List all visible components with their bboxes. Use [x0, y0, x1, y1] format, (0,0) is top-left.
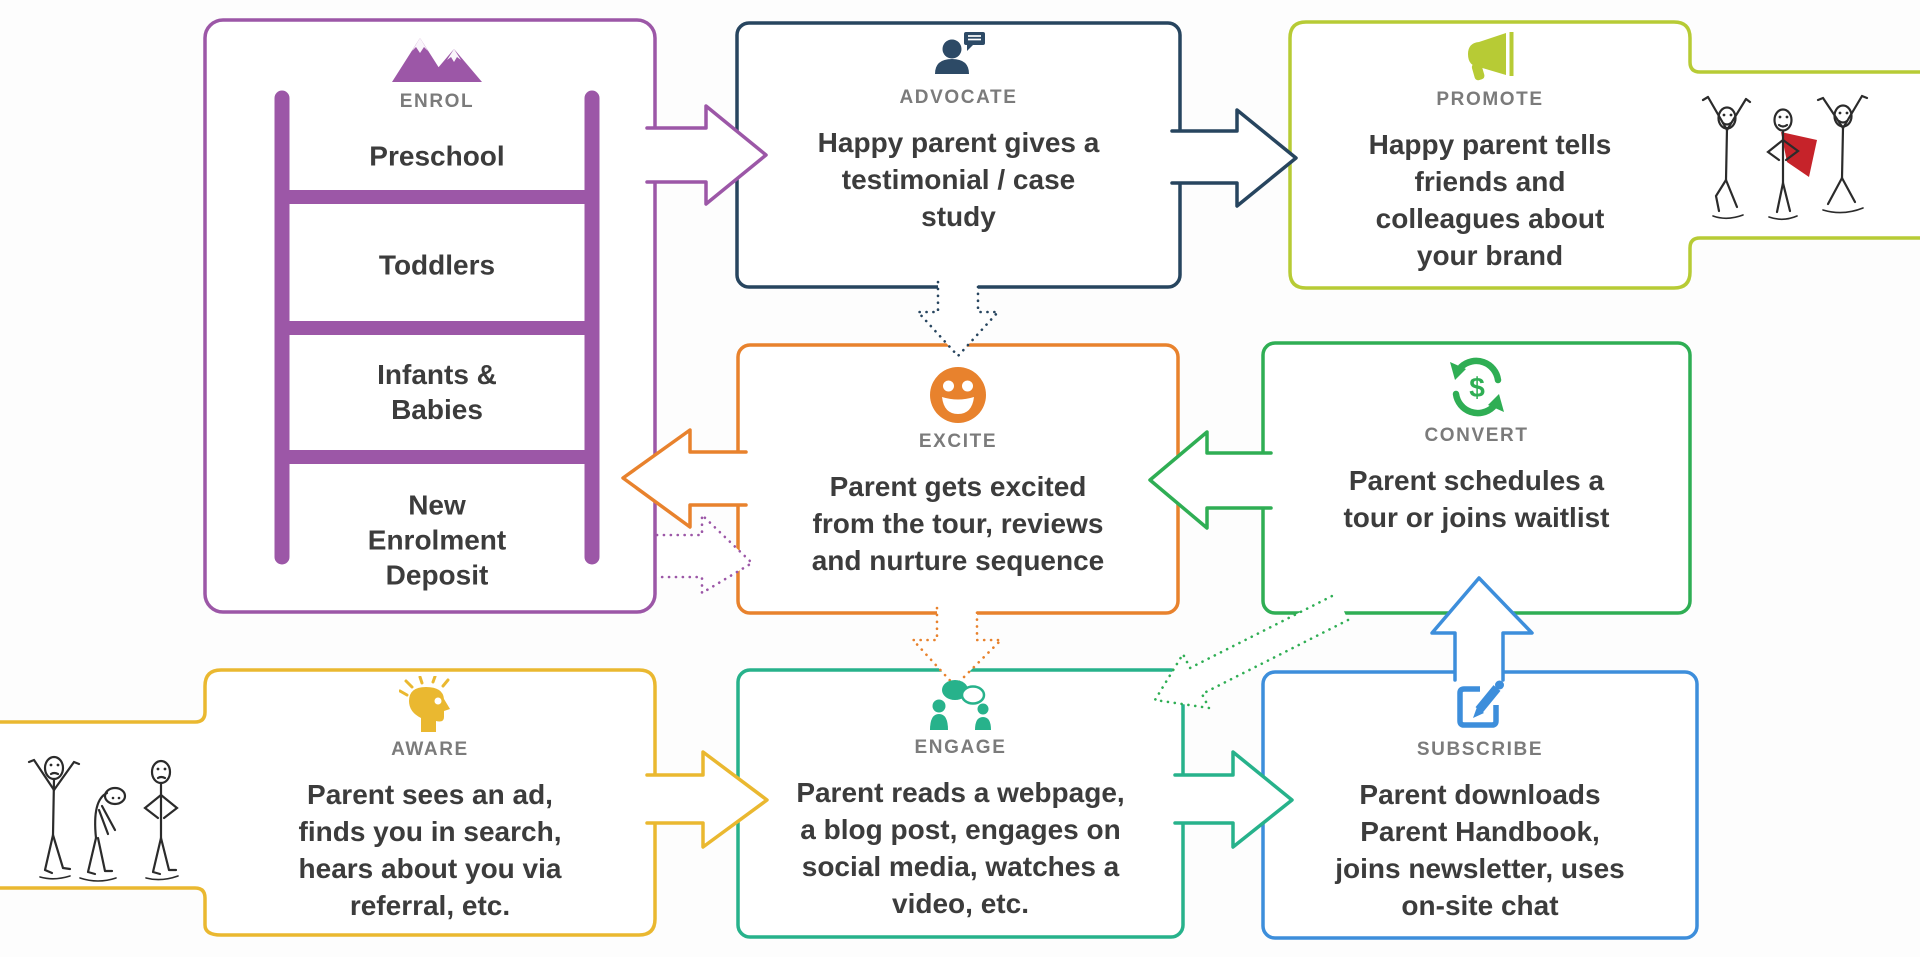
- ladder-step-new-enrolment-deposit: New Enrolment Deposit: [367, 489, 507, 591]
- subscribe-text: Parent downloads Parent Handbook, joins …: [1335, 779, 1625, 921]
- advocate-label: ADVOCATE: [899, 87, 1018, 108]
- promote-label: PROMOTE: [1436, 89, 1544, 110]
- excite-text: Parent gets excited from the tour, revie…: [811, 471, 1105, 576]
- megaphone-icon: [1459, 32, 1521, 82]
- enrolment-ladder: [274, 90, 600, 565]
- red-cape: [1781, 132, 1817, 177]
- happy-parents-illustration: [1695, 80, 1875, 230]
- dotted-arrow-enrol-to-excite: [655, 513, 754, 595]
- engage-box: ENGAGE Parent reads a webpage, a blog po…: [738, 678, 1183, 922]
- promote-text: Happy parent tells friends and colleague…: [1368, 129, 1612, 271]
- aware-text: Parent sees an ad, finds you in search, …: [298, 779, 562, 921]
- aware-box: AWARE Parent sees an ad, finds you in se…: [205, 676, 655, 924]
- aware-box-outline: [0, 668, 657, 937]
- person-speech-bubble-icon: [931, 30, 987, 80]
- arrow-subscribe-to-convert: [1430, 576, 1534, 682]
- promote-box: PROMOTE Happy parent tells friends and c…: [1290, 32, 1690, 274]
- subscribe-box: SUBSCRIBE Parent downloads Parent Handbo…: [1263, 678, 1697, 924]
- enrol-box: ENROL: [212, 36, 662, 114]
- unaware-parents-illustration: [18, 738, 188, 893]
- idea-head-icon: [399, 676, 461, 732]
- dotted-arrow-convert-to-engage: [1153, 592, 1350, 710]
- edit-pencil-icon: [1452, 678, 1508, 732]
- convert-text: Parent schedules a tour or joins waitlis…: [1343, 465, 1610, 533]
- convert-label: CONVERT: [1424, 425, 1529, 446]
- advocate-box: ADVOCATE Happy parent gives a testimonia…: [737, 30, 1180, 235]
- excite-box: EXCITE Parent gets excited from the tour…: [738, 366, 1178, 579]
- arrow-enrol-to-advocate: [645, 104, 768, 206]
- convert-box: $ CONVERT Parent schedules a tour or joi…: [1263, 356, 1690, 536]
- advocate-text: Happy parent gives a testimonial / case …: [817, 127, 1100, 232]
- mountains-icon: [392, 36, 482, 84]
- arrow-engage-to-subscribe: [1173, 750, 1294, 849]
- arrow-advocate-to-promote: [1170, 108, 1298, 208]
- enrol-label: ENROL: [399, 91, 475, 112]
- engage-text: Parent reads a webpage, a blog post, eng…: [796, 777, 1125, 919]
- dollar-cycle-icon: $: [1445, 356, 1509, 418]
- engage-label: ENGAGE: [914, 737, 1007, 758]
- aware-label: AWARE: [391, 739, 469, 760]
- arrow-aware-to-engage: [645, 750, 769, 849]
- dollar-symbol: $: [1469, 372, 1485, 403]
- arrow-convert-to-excite: [1148, 430, 1273, 530]
- subscribe-label: SUBSCRIBE: [1416, 739, 1544, 760]
- smiley-icon: [929, 366, 987, 424]
- ladder-step-toddlers: Toddlers: [378, 249, 496, 281]
- people-chat-icon: [928, 678, 994, 730]
- ladder-step-preschool: Preschool: [369, 140, 505, 172]
- excite-label: EXCITE: [918, 431, 998, 452]
- arrow-excite-to-enrol: [621, 428, 748, 529]
- ladder-step-infants-babies: Infants & Babies: [377, 359, 497, 425]
- promote-box-outline: [1288, 20, 1920, 290]
- dotted-arrow-advocate-to-excite: [916, 280, 1000, 358]
